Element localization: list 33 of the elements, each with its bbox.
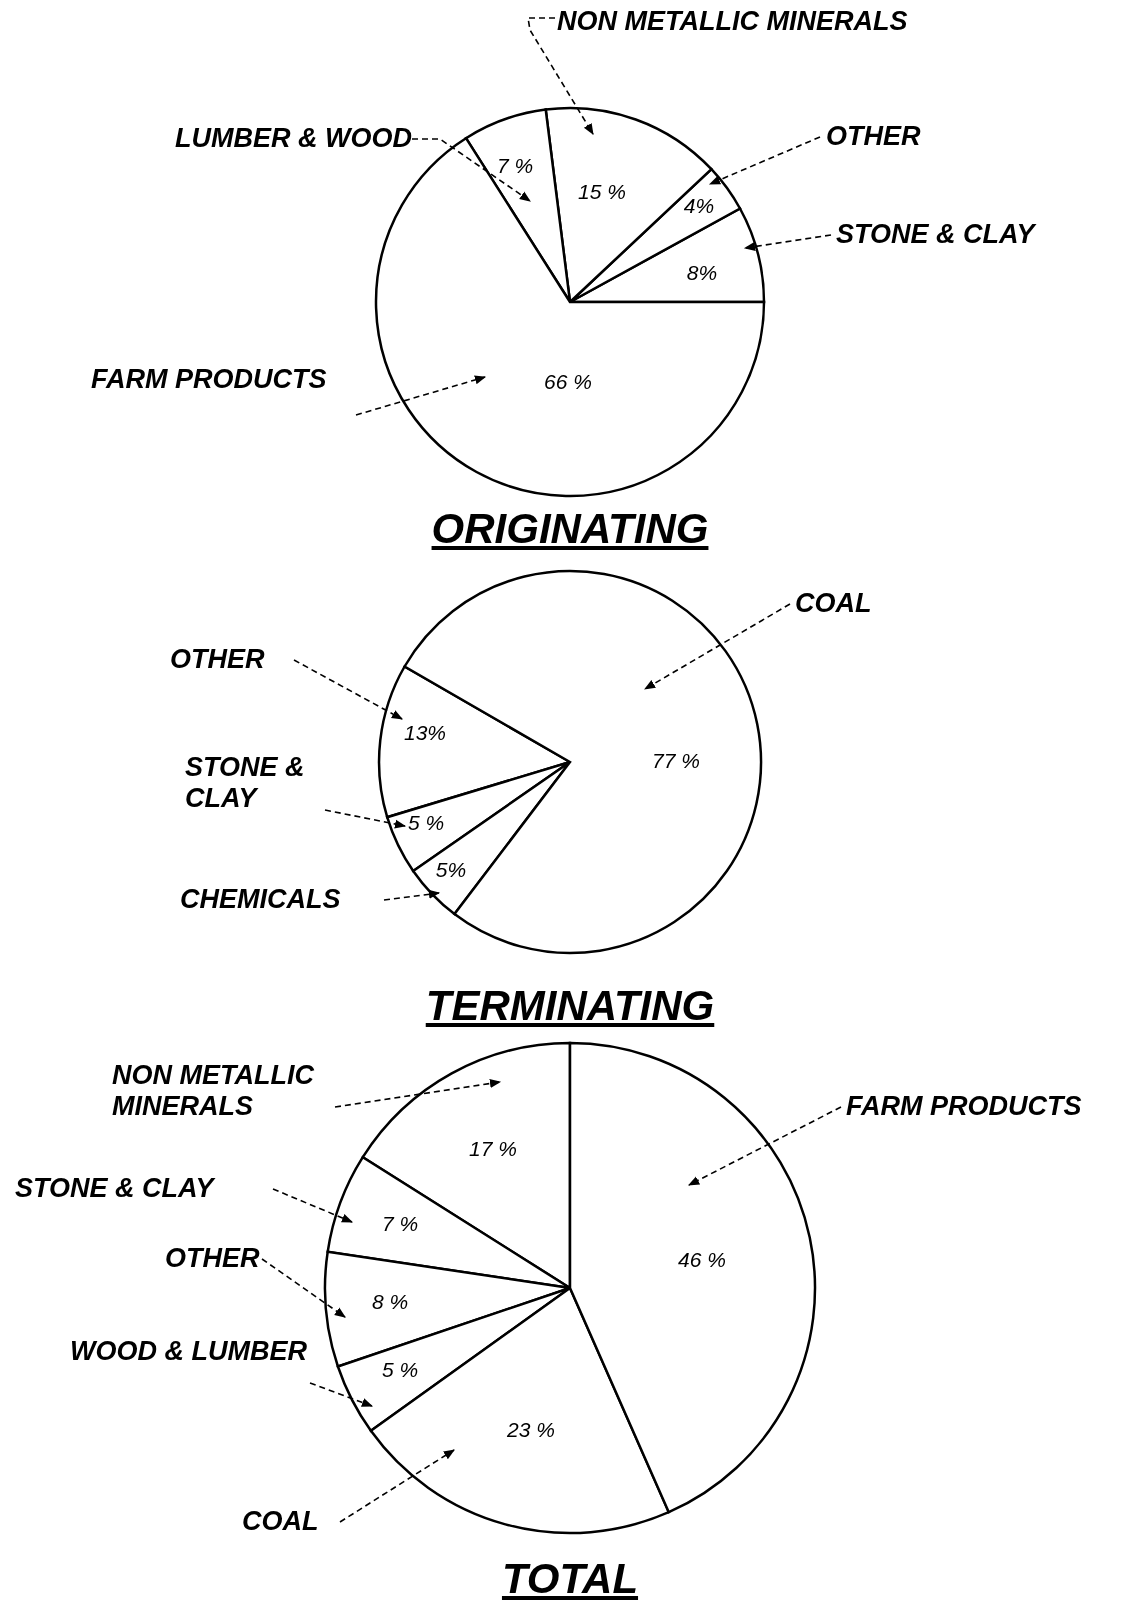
value-label: 4% [683,194,715,218]
value-label: 5 % [381,1358,419,1382]
category-label: FARM PRODUCTS [846,1091,1082,1122]
category-label: CHEMICALS [180,884,341,915]
value-label: 8% [686,261,718,285]
value-label: 5% [435,858,467,882]
value-label: 66 % [544,370,592,394]
value-label: 17 % [469,1137,517,1161]
category-label: STONE & CLAY [15,1173,214,1204]
category-label: STONE & CLAY [836,219,1035,250]
value-label: 13% [404,721,446,745]
category-label: OTHER [165,1243,260,1274]
value-label: 77 % [652,749,700,773]
category-label: NON METALLIC MINERALS [557,6,908,37]
category-label: STONE & CLAY [185,752,306,814]
value-label: 7 % [381,1212,419,1236]
category-label: LUMBER & WOOD [175,123,412,154]
category-label: NON METALLIC MINERALS [112,1060,315,1122]
category-label: OTHER [170,644,265,675]
value-label: 15 % [578,180,626,204]
value-label: 7 % [496,154,534,178]
category-label: OTHER [826,121,921,152]
value-label: 46 % [678,1248,726,1272]
chart-title: TOTAL [501,1555,639,1603]
chart-title: ORIGINATING [431,505,709,553]
category-label: COAL [242,1506,319,1537]
value-label: 8 % [371,1290,409,1314]
category-label: COAL [795,588,872,619]
value-label: 23 % [507,1418,555,1442]
category-label: FARM PRODUCTS [91,364,328,395]
category-label: WOOD & LUMBER [70,1336,308,1367]
chart-title: TERMINATING [425,982,715,1030]
value-label: 5 % [407,811,445,835]
